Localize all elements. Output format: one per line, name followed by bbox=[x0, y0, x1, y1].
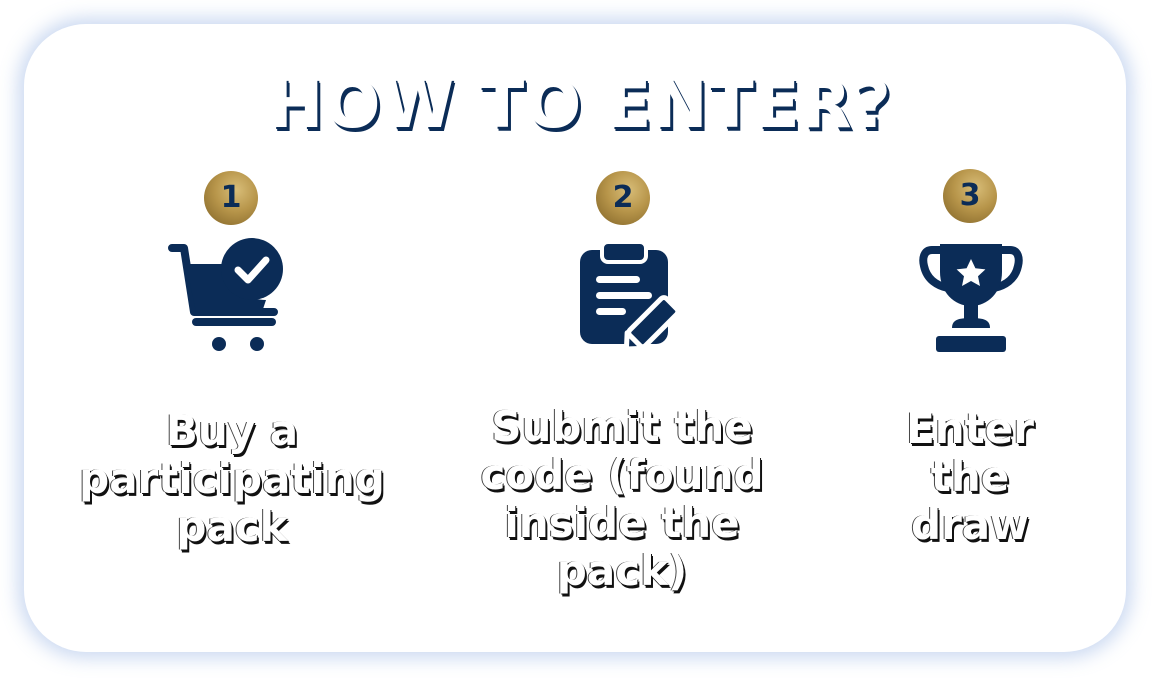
shopping-cart-check-icon bbox=[168, 238, 283, 351]
step-2-number-badge: 2 bbox=[596, 171, 650, 225]
page-title: HOW TO ENTER? bbox=[268, 66, 892, 143]
step-1-number-badge: 1 bbox=[204, 171, 258, 225]
clipboard-pencil-icon bbox=[580, 240, 681, 350]
step-3-number-badge: 3 bbox=[943, 169, 997, 223]
step-3-label: Enter the draw bbox=[906, 404, 1034, 549]
step-2-label: Submit the code (found inside the pack) bbox=[480, 402, 764, 595]
trophy-star-icon bbox=[919, 244, 1023, 352]
step-1-label: Buy a participating pack bbox=[79, 406, 385, 551]
